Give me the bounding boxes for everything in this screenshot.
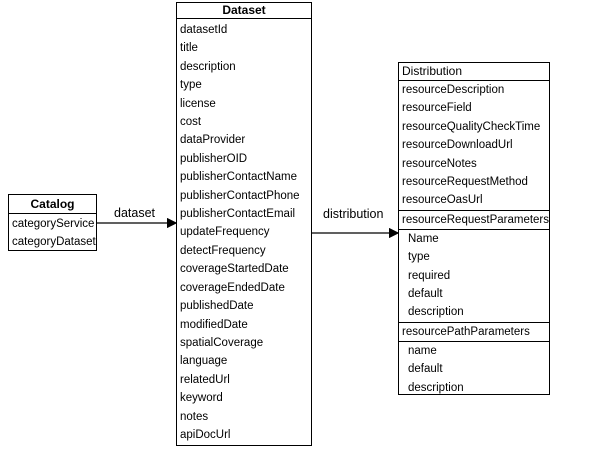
catalog-field: categoryDataset (12, 236, 96, 248)
dataset-field: publisherOID (180, 152, 248, 165)
dataset-field: apiDocUrl (180, 428, 231, 441)
dataset-field: title (180, 42, 198, 55)
dataset-field: publisherContactName (180, 171, 297, 184)
request-parameters-section: resourceRequestParameters Name type requ… (399, 209, 549, 322)
path-parameter: default (408, 363, 443, 376)
edge-label-distribution: distribution (323, 207, 384, 221)
catalog-entity: Catalog categoryService categoryDataset (8, 194, 97, 251)
dataset-field: detectFrequency (180, 244, 266, 257)
catalog-title: Catalog (9, 195, 96, 214)
dataset-field: cost (180, 116, 202, 129)
dataset-field: relatedUrl (180, 373, 230, 386)
dataset-field: description (180, 60, 236, 73)
request-parameter: description (408, 306, 464, 319)
distribution-field: resourceDownloadUrl (402, 139, 513, 152)
request-parameter: Name (408, 232, 439, 245)
dataset-field: updateFrequency (180, 226, 270, 239)
dataset-field: publisherContactPhone (180, 189, 300, 202)
request-parameter: type (408, 251, 430, 264)
distribution-title: Distribution (399, 63, 549, 81)
distribution-field: resourceNotes (402, 157, 477, 170)
request-parameter: default (408, 288, 443, 301)
distribution-field: resourceDescription (402, 84, 505, 96)
distribution-field: resourceQualityCheckTime (402, 120, 541, 133)
distribution-field: resourceOasUrl (402, 194, 483, 207)
dataset-title: Dataset (177, 3, 311, 19)
distribution-entity: Distribution resourceDescription resourc… (398, 62, 550, 395)
request-parameter: required (408, 269, 451, 282)
dataset-field: type (180, 79, 202, 92)
distribution-field: resourceField (402, 102, 472, 115)
edge-label-dataset: dataset (114, 206, 156, 220)
path-parameters-title: resourcePathParameters (399, 323, 549, 342)
dataset-field: dataProvider (180, 134, 246, 147)
dataset-field: datasetId (180, 24, 228, 36)
distribution-field: resourceRequestMethod (402, 176, 528, 189)
dataset-field: modifiedDate (180, 318, 248, 331)
dataset-field: license (180, 97, 216, 110)
dataset-field: keyword (180, 392, 223, 405)
catalog-field: categoryService (12, 218, 95, 230)
dataset-field: spatialCoverage (180, 336, 264, 349)
dataset-field: notes (180, 410, 209, 423)
path-parameter: name (408, 344, 437, 357)
dataset-entity: Dataset datasetId title description type… (176, 2, 312, 446)
request-parameters-title: resourceRequestParameters (399, 211, 549, 230)
path-parameters-section: resourcePathParameters name default desc… (399, 321, 549, 397)
dataset-field: publisherContactEmail (180, 208, 296, 221)
dataset-field: coverageStartedDate (180, 263, 289, 276)
dataset-field: language (180, 355, 228, 368)
dataset-field: publishedDate (180, 300, 254, 313)
path-parameter: description (408, 381, 464, 394)
dataset-field: coverageEndedDate (180, 281, 285, 294)
